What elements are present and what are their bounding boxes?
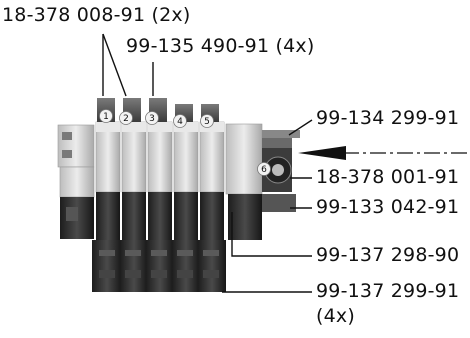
callout-right-4: 99-137 298-90 [316,246,459,265]
callout-right-1: 99-134 299-91 [316,109,459,128]
leader-top-left-b [103,34,126,96]
flow-arrow [298,146,470,160]
callout-top-mid: 99-135 490-91 (4x) [126,37,314,56]
valve-unit-4 [172,122,200,292]
arrow-head-icon [298,146,346,160]
callout-right-3: 99-133 042-91 [316,198,459,217]
position-label-4: 4 [177,117,183,127]
leader-right-1 [289,120,312,135]
position-label-3: 3 [149,114,155,124]
position-label-1: 1 [103,112,109,122]
position-label-5: 5 [204,117,210,127]
callout-right-5-qty: (4x) [316,307,355,326]
callout-top-left: 18-378 008-91 (2x) [2,6,190,25]
callout-right-5: 99-137 299-91 [316,282,459,301]
left-end-plate [58,125,94,239]
position-label-6: 6 [261,165,267,175]
valve-unit-1 [92,122,122,292]
valve-unit-5 [198,122,226,292]
right-end-plate: 6 [226,124,300,240]
callout-right-2: 18-378 001-91 [316,168,459,187]
valve-unit-3 [146,122,174,292]
valve-unit-2 [120,122,148,292]
position-label-2: 2 [123,114,129,124]
